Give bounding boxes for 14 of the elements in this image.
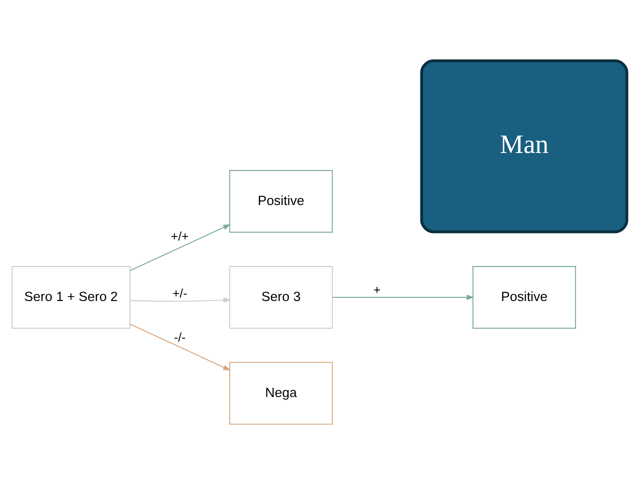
arrow (332, 294, 474, 300)
edge-label: +/- (172, 286, 188, 300)
node-box: Positive (229, 170, 333, 232)
node-box: Nega (229, 361, 333, 424)
edge-label: +/+ (170, 229, 189, 244)
edge-label: + (373, 282, 381, 296)
node-box: Sero 3 (229, 266, 333, 328)
edge-label: -/- (174, 330, 186, 344)
node-box: Positive (472, 266, 576, 328)
arrow (130, 296, 232, 302)
node-box: Sero 1 + Sero 2 (12, 266, 130, 328)
arrow (129, 323, 231, 370)
node-box: Man (420, 58, 628, 233)
arrow (129, 224, 231, 271)
